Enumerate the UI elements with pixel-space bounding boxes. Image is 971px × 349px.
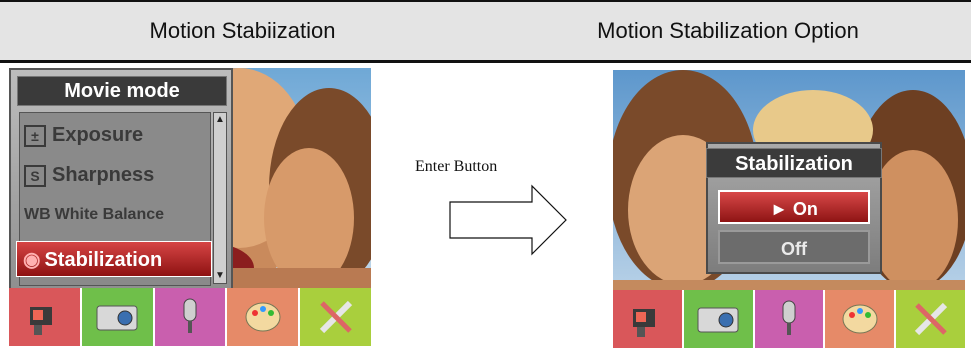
menu-item-label: Exposure — [52, 124, 144, 146]
menu-item-sharpness[interactable]: S Sharpness — [24, 157, 206, 193]
tools-icon — [319, 300, 352, 334]
stabilization-icon: ◉ — [23, 249, 41, 271]
setup-tab[interactable] — [896, 290, 965, 348]
camera-mode-tab[interactable] — [683, 290, 755, 348]
dialog-title: Stabilization — [706, 148, 882, 178]
stabilization-dialog: Stabilization ► On Off — [706, 142, 882, 274]
setup-tab[interactable] — [300, 288, 371, 346]
voice-mode-tab[interactable] — [754, 290, 826, 348]
menu-item-exposure[interactable]: ± Exposure — [24, 117, 206, 153]
left-header: Motion Stabiization — [149, 18, 336, 43]
scroll-down-icon[interactable]: ▼ — [215, 270, 225, 281]
sharpness-icon: S — [24, 164, 46, 187]
top-rule — [0, 0, 971, 2]
voice-mode-tab[interactable] — [154, 288, 228, 346]
enter-button-label: Enter Button — [415, 158, 498, 175]
microphone-icon — [183, 298, 197, 333]
tools-icon — [914, 302, 947, 336]
option-on[interactable]: ► On — [718, 190, 870, 224]
header-rule — [0, 60, 971, 63]
mode-toolbar — [613, 290, 965, 348]
menu-item-label: White Balance — [54, 206, 165, 223]
movie-mode-tab[interactable] — [9, 288, 82, 346]
palette-icon — [245, 302, 281, 332]
menu-title: Movie mode — [17, 76, 227, 106]
menu-item-label: Stabilization — [44, 249, 163, 271]
right-arrow-icon — [449, 184, 567, 256]
effect-tab[interactable] — [227, 288, 301, 346]
effect-tab[interactable] — [825, 290, 897, 348]
microphone-icon — [782, 300, 796, 335]
menu-scrollbar[interactable]: ▲ ▼ — [213, 112, 227, 284]
camera-icon — [96, 305, 138, 331]
white-balance-icon: WB — [24, 206, 51, 223]
right-camera-screen: Stabilization ► On Off — [613, 70, 965, 348]
palette-icon — [842, 304, 878, 334]
camcorder-icon — [633, 309, 656, 337]
camera-mode-tab[interactable] — [81, 288, 155, 346]
exposure-icon: ± — [24, 124, 46, 147]
menu-item-label: Sharpness — [52, 164, 155, 186]
camcorder-icon — [30, 307, 53, 335]
right-header: Motion Stabilization Option — [597, 18, 859, 43]
scroll-up-icon[interactable]: ▲ — [215, 114, 225, 125]
header-band — [0, 2, 971, 60]
camera-icon — [697, 307, 739, 333]
option-off[interactable]: Off — [718, 230, 870, 264]
movie-mode-tab[interactable] — [613, 290, 684, 348]
mode-toolbar — [9, 288, 371, 346]
menu-item-stabilization[interactable]: ◉Stabilization — [16, 241, 212, 277]
